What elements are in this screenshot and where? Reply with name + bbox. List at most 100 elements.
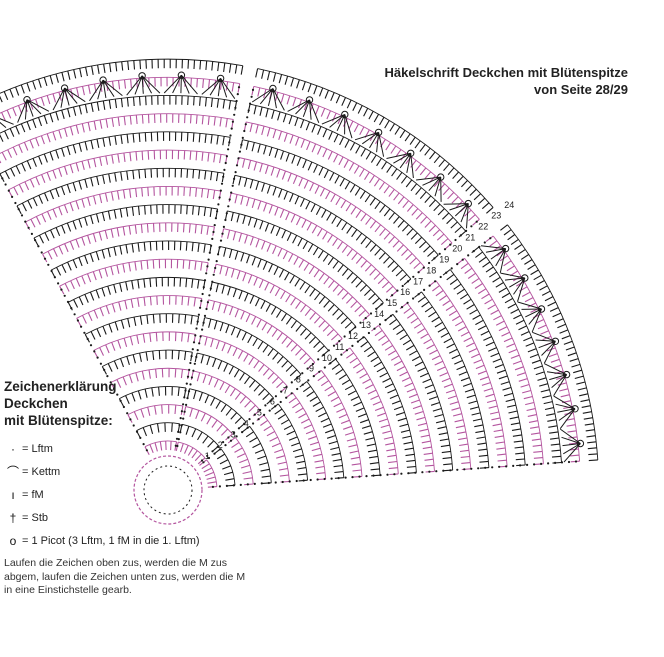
stitch-mark <box>116 379 122 388</box>
stitch-mark <box>369 244 377 252</box>
chain-dot <box>126 412 129 415</box>
stitch-mark <box>414 410 424 415</box>
stitch-mark <box>126 170 129 180</box>
chain-dot <box>183 410 186 413</box>
row-arc <box>25 186 221 223</box>
stitch-mark <box>411 208 419 216</box>
stitch-mark <box>213 320 218 330</box>
stitch-mark <box>410 183 418 192</box>
stitch-mark <box>435 290 444 297</box>
stitch-mark <box>369 455 379 459</box>
fan-stitch <box>336 114 346 132</box>
stitch-mark <box>180 369 184 379</box>
chain-dot <box>489 237 492 240</box>
stitch-mark <box>260 300 266 310</box>
stitch-mark <box>66 184 71 194</box>
stitch-mark <box>539 383 549 387</box>
stitch-mark <box>268 147 273 157</box>
chain-dot <box>237 427 240 430</box>
stitch-mark <box>361 425 371 429</box>
row-arc <box>67 276 205 303</box>
stitch-mark <box>52 131 57 141</box>
stitch-mark <box>419 191 427 199</box>
stitch-mark <box>196 78 198 88</box>
stitch-mark <box>477 325 487 331</box>
chain-dot <box>329 362 332 365</box>
stitch-mark <box>483 336 492 341</box>
chain-dot <box>439 275 442 279</box>
stitch-mark <box>417 367 427 372</box>
stitch-mark <box>257 258 262 268</box>
chain-dot <box>246 116 249 119</box>
stitch-mark <box>452 413 462 417</box>
chain-dot <box>175 437 179 440</box>
picot-circle-icon: o <box>9 533 17 548</box>
stitch-mark <box>249 179 254 189</box>
stitch-mark <box>424 384 434 389</box>
stitch-mark <box>247 160 252 170</box>
stitch-mark <box>479 376 489 381</box>
stitch-mark <box>436 233 445 241</box>
chain-dot <box>574 460 578 463</box>
fan-stitch <box>551 374 567 388</box>
stitch-mark <box>149 278 152 288</box>
stitch-mark <box>401 248 409 256</box>
stitch-mark <box>187 96 189 106</box>
chain-dot <box>384 319 387 322</box>
stitch-mark <box>64 128 68 138</box>
chain-dot <box>540 462 543 465</box>
chain-dot <box>1 177 4 180</box>
stitch-mark <box>231 82 235 92</box>
chain-dot <box>222 225 225 228</box>
row-arc <box>392 314 454 471</box>
stitch-mark <box>182 223 185 233</box>
stitch-mark <box>458 437 468 441</box>
fan-stitch <box>362 131 379 145</box>
stitch-mark <box>99 156 103 166</box>
stitch-mark <box>1 112 6 121</box>
stitch-mark <box>331 112 337 122</box>
chain-dot <box>63 294 66 297</box>
chain-dot <box>554 461 557 464</box>
crochet-wedges <box>0 58 599 488</box>
fan-stitch <box>89 79 104 102</box>
stitch-mark <box>355 145 361 154</box>
stitch-mark <box>208 318 212 328</box>
stitch-mark <box>436 366 446 372</box>
stitch-mark <box>385 142 392 151</box>
stitch-mark <box>75 162 80 172</box>
stitch-mark <box>502 386 512 391</box>
stitch-mark <box>437 426 447 430</box>
stitch-mark <box>133 316 137 327</box>
stitch-mark <box>280 419 290 425</box>
stitch-mark <box>449 401 459 405</box>
stitch-mark <box>461 468 471 471</box>
stitch-mark <box>434 413 444 418</box>
stitch-mark <box>133 60 136 70</box>
stitch-mark <box>220 404 227 413</box>
stitch-mark <box>351 463 361 466</box>
fan-stitch <box>513 277 526 295</box>
fan-stitch <box>141 75 153 94</box>
stitch-mark <box>390 145 397 154</box>
stitch-mark <box>396 329 405 336</box>
stitch-mark <box>278 467 288 471</box>
stitch-mark <box>219 117 222 127</box>
stitch-mark <box>330 92 335 102</box>
stitch-mark <box>266 71 271 81</box>
stitch-mark <box>560 394 570 398</box>
stitch-mark <box>409 136 416 145</box>
stitch-mark <box>552 364 562 369</box>
stitch-mark <box>296 79 300 89</box>
chain-dot <box>445 271 448 274</box>
stitch-mark <box>222 99 226 109</box>
stitch-mark <box>434 321 443 328</box>
stitch-mark <box>547 419 557 422</box>
stitch-mark <box>294 117 299 127</box>
row-number: 16 <box>400 287 410 297</box>
stitch-mark <box>323 300 331 308</box>
stitch-mark <box>32 80 37 90</box>
stitch-mark <box>533 274 542 281</box>
stitch-mark <box>44 232 50 241</box>
stitch-mark <box>178 314 180 324</box>
